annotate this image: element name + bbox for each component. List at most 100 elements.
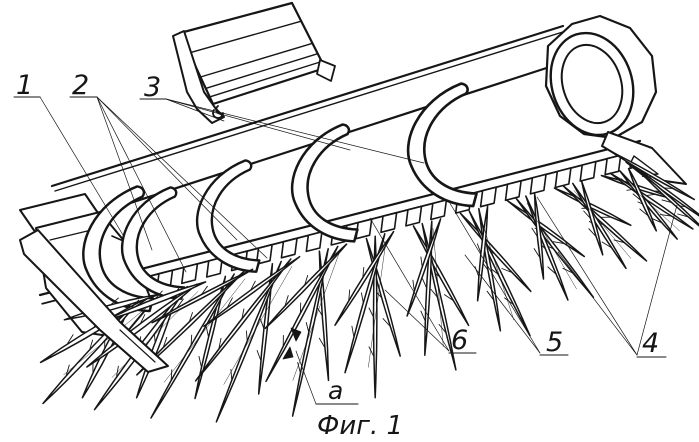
- panel-support-arm: [172, 30, 225, 124]
- spike-finger: [365, 237, 401, 357]
- spike-barb: [116, 365, 119, 377]
- spike-finger: [468, 210, 531, 337]
- drum-end-cap: [82, 185, 155, 313]
- spike-barb: [412, 279, 415, 291]
- spike-barb: [533, 248, 540, 258]
- spike-barb: [139, 314, 146, 325]
- spike-finger: [265, 245, 339, 383]
- spike-barb: [304, 274, 309, 286]
- angle-arrow-lower: [282, 346, 294, 360]
- callout-5: 5: [546, 327, 563, 358]
- bar-tooth: [479, 186, 497, 208]
- spike-finger: [639, 171, 699, 227]
- bar-tooth: [405, 205, 423, 227]
- spike-barb: [230, 368, 233, 380]
- spike-finger: [572, 182, 627, 270]
- spike-hairline: [479, 215, 515, 321]
- spike-hairline: [223, 265, 293, 385]
- spike-finger: [344, 233, 386, 374]
- spike-barb: [420, 310, 426, 321]
- bar-tooth: [280, 237, 298, 259]
- spike-finger: [334, 230, 395, 326]
- callout-labels: 1 2 3 4 5 6 а Фиг. 1: [16, 70, 659, 441]
- leader-line: [96, 96, 238, 241]
- left-shoe-runner: [19, 229, 169, 373]
- spike-barb: [170, 369, 173, 381]
- leader-line: [557, 251, 638, 356]
- spike-barb: [205, 326, 209, 338]
- spike-barb: [201, 285, 208, 295]
- spike-barb: [316, 306, 323, 317]
- spike-barb: [227, 297, 233, 308]
- panel-fold-line: [204, 53, 319, 90]
- panel-fold-line: [199, 42, 314, 78]
- spike-hairline: [292, 253, 340, 381]
- leader-line: [369, 217, 450, 352]
- leader-line: [536, 196, 638, 356]
- spike-barb: [67, 334, 74, 344]
- spike-finger: [136, 270, 245, 376]
- spike-barb: [639, 208, 648, 216]
- leader-line: [96, 96, 268, 259]
- spike-barb: [245, 330, 248, 342]
- callout-leaders: [13, 96, 678, 405]
- spike-barb: [351, 325, 355, 337]
- spike-barb: [360, 292, 364, 304]
- spike-hairline: [368, 240, 387, 368]
- spike-barb: [420, 256, 423, 268]
- spike-barb: [368, 307, 374, 318]
- callout-6: 6: [451, 325, 468, 356]
- rear-beam-edge: [54, 30, 567, 192]
- callout-1: 1: [16, 70, 33, 101]
- leader-line: [464, 254, 541, 354]
- spike-barb: [588, 228, 597, 237]
- spike-finger: [627, 167, 658, 232]
- spike-finger: [86, 283, 198, 368]
- spike-barb: [155, 290, 163, 299]
- spike-finger: [525, 195, 569, 301]
- spiral-flight: [406, 82, 478, 208]
- spike-barb: [65, 364, 70, 376]
- spike-finger: [533, 192, 545, 280]
- spike-barb: [438, 324, 446, 333]
- leader-line: [384, 289, 450, 352]
- leader-line: [165, 98, 351, 151]
- spike-finger: [215, 260, 282, 423]
- spike-barb: [531, 227, 538, 238]
- spike-barb: [562, 267, 573, 274]
- spike-barb: [188, 312, 193, 323]
- sawtooth-bar: [40, 141, 643, 304]
- spike-barb: [131, 299, 140, 308]
- spike-barb: [218, 337, 222, 349]
- callout-2: 2: [72, 70, 89, 101]
- spike-barb: [348, 289, 351, 301]
- spike-hairline: [573, 190, 632, 259]
- leader-line: [447, 199, 541, 354]
- spike-barb: [368, 346, 374, 357]
- leader-line: [96, 96, 187, 273]
- spike-barb: [250, 280, 256, 291]
- bar-tooth: [305, 231, 323, 253]
- spike-finger: [194, 258, 292, 382]
- spike-barb: [552, 241, 564, 244]
- spike-hairline: [432, 228, 444, 347]
- leader-line: [636, 204, 678, 356]
- spike-finger: [203, 255, 301, 328]
- bar-tooth: [554, 167, 572, 189]
- spike-barb: [501, 268, 512, 273]
- panel-fold-line: [208, 60, 323, 98]
- leader-line: [165, 98, 425, 164]
- spike-barb: [661, 199, 673, 204]
- spike-finger: [264, 243, 348, 330]
- leader-line: [96, 96, 153, 251]
- spike-barb: [486, 290, 494, 300]
- spike-hairline: [620, 177, 680, 231]
- spike-finger: [406, 218, 442, 317]
- spike-barb: [297, 362, 301, 373]
- bar-tooth: [604, 154, 622, 176]
- rear-beam-edge: [50, 24, 565, 188]
- spike-barb: [284, 295, 289, 306]
- bar-tooth: [430, 199, 448, 221]
- callout-4: 4: [642, 328, 659, 359]
